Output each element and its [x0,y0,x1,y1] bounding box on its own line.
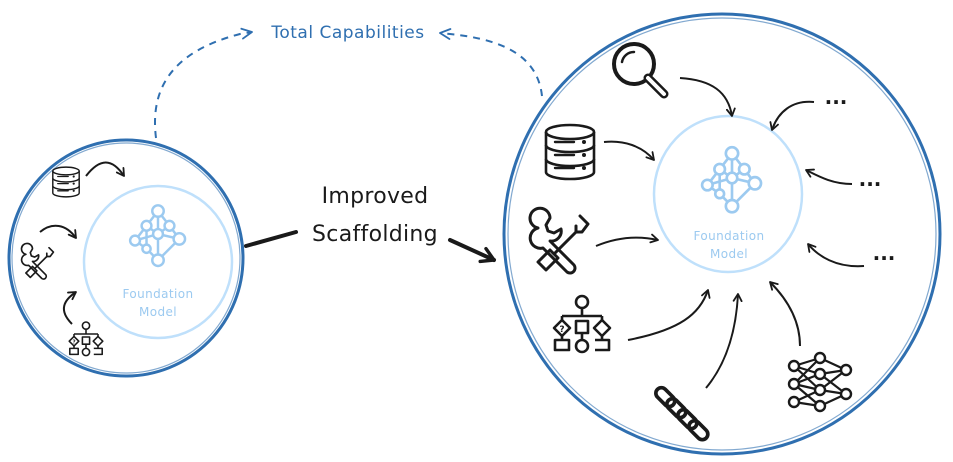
arrow-more-1 [769,100,815,131]
search-icon [614,44,664,94]
small-network-icon [128,204,187,268]
small-arrow-flow [62,291,77,325]
small-inner-circle [82,184,234,340]
large-outer-circle [502,12,942,456]
arrow-nn [769,281,801,347]
scaffolding-arrow-head [448,238,496,264]
more-tools-1: ... [825,85,848,109]
capability-arrow-left [154,27,253,139]
scaffolding-label-line1: Improved [322,184,429,209]
arrow-chain [705,293,743,389]
arrow-more-3 [807,243,865,268]
tools-icon [528,206,590,275]
small-arrow-db [85,161,125,177]
large-system: Foundation Model ... ... ... [502,12,942,456]
large-network-icon [700,145,763,214]
scaffolding-label-line2: Scaffolding [312,222,438,247]
scaffolding-arrow [244,230,298,248]
database-icon [52,166,80,198]
flowchart-icon [68,321,104,357]
chain-icon [651,383,712,444]
large-model-label-line2: Model [710,247,748,261]
arrow-db [603,140,655,161]
small-arrow-tools [39,224,77,239]
flowchart-icon [552,294,612,354]
small-model-label-line2: Model [139,305,177,319]
small-model-label-line1: Foundation [123,287,194,301]
more-tools-2: ... [859,167,882,191]
database-icon [544,123,596,181]
arrow-tools [595,233,659,247]
large-model-label-line1: Foundation [694,229,765,243]
arrow-more-2 [805,168,853,185]
tools-icon [20,242,55,280]
capability-arrow-right [439,28,543,97]
arrow-search [679,77,736,117]
small-outer-circle [7,138,245,378]
more-tools-3: ... [873,241,896,265]
neural-network-icon [787,351,853,413]
arrow-flow [627,289,711,341]
small-system: Foundation Model [7,138,245,378]
total-capabilities-label: Total Capabilities [270,23,424,43]
